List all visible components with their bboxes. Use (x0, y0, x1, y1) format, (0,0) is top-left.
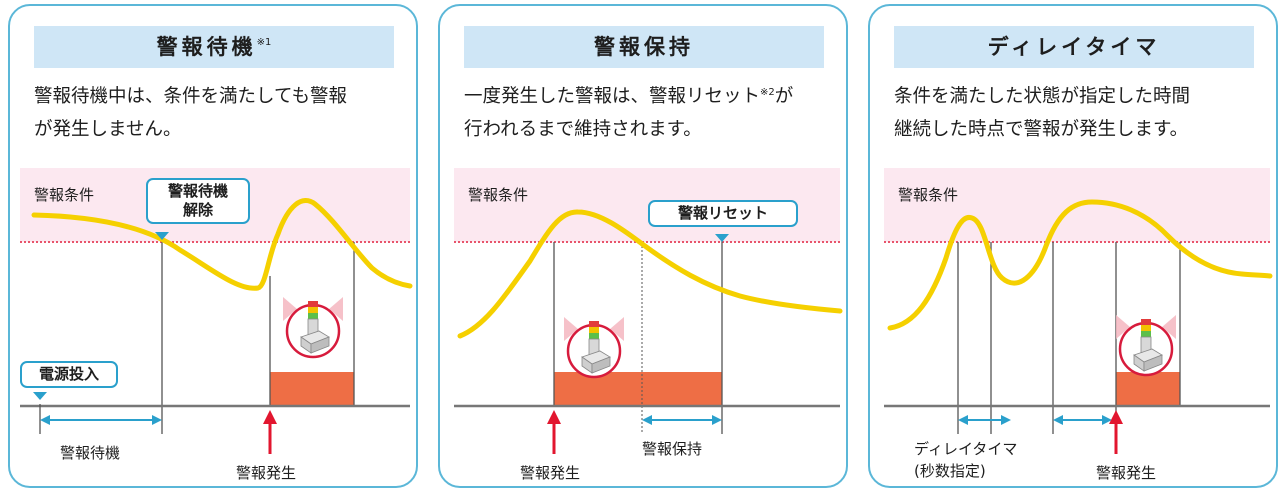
release-pointer (155, 232, 169, 240)
standby-interval-label: 警報待機 (60, 444, 121, 462)
alarm-bar (1116, 372, 1180, 406)
alarm-label: 警報発生 (520, 464, 581, 482)
delay-diagram (884, 168, 1273, 454)
condition-label: 警報条件 (468, 186, 529, 204)
condition-curve (457, 209, 843, 339)
alarm-label: 警報発生 (236, 464, 297, 482)
alarm-label: 警報発生 (1096, 464, 1157, 482)
hold-diagram (454, 168, 843, 454)
panel-delay-timer: ディレイタイマ 条件を満たした状態が指定した時間 継続した時点で警報が発生します… (868, 4, 1278, 488)
condition-label: 警報条件 (898, 186, 959, 204)
condition-label: 警報条件 (34, 186, 95, 204)
panel-description: 一度発生した警報は、警報リセット※2が 行われるまで維持されます。 (464, 86, 794, 140)
panel-description: 警報待機中は、条件を満たしても警報 が発生しません。 (34, 86, 348, 140)
hold-interval-label: 警報保持 (642, 440, 703, 458)
standby-release-callout: 警報待機 解除 (146, 178, 250, 224)
standby-diagram (20, 168, 413, 454)
panel-alarm-standby: 警報待機※1 警報待機中は、条件を満たしても警報 が発生しません。 (8, 4, 418, 488)
condition-curve (31, 198, 413, 291)
alarm-bar (554, 372, 722, 406)
delay-timer-label: ディレイタイマ (秒数指定) (914, 440, 1018, 480)
power-on-callout: 電源投入 (20, 361, 118, 388)
alarm-light-icon (564, 317, 624, 379)
panel-title: 警報保持 (464, 26, 824, 68)
alarm-bar (270, 372, 354, 406)
panel-alarm-hold: 警報保持 一度発生した警報は、警報リセット※2が 行われるまで維持されます。 (438, 4, 848, 488)
condition-curve (887, 199, 1273, 331)
power-pointer (33, 392, 47, 400)
panel-description: 条件を満たした状態が指定した時間 継続した時点で警報が発生します。 (894, 86, 1191, 140)
alarm-reset-callout: 警報リセット (648, 200, 798, 227)
alarm-light-icon (283, 297, 343, 359)
reset-pointer (715, 234, 729, 242)
alarm-light-icon (1116, 315, 1176, 377)
panel-title: ディレイタイマ (894, 26, 1254, 68)
panel-title: 警報待機※1 (34, 26, 394, 68)
